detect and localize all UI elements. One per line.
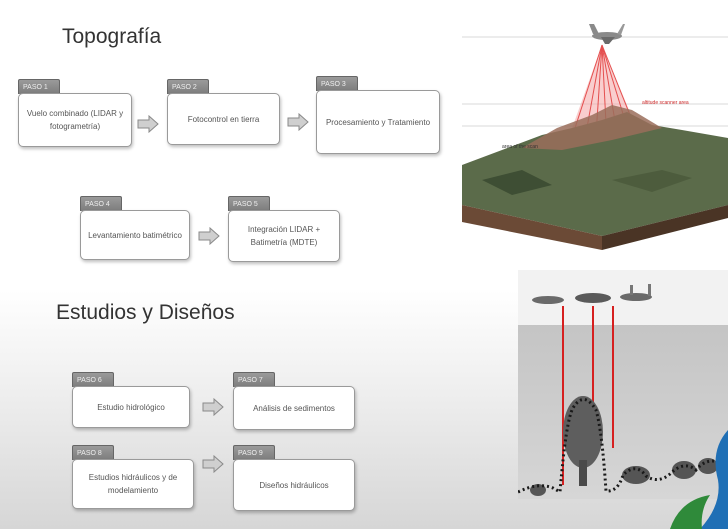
step-label: Procesamiento y Tratamiento <box>316 90 440 154</box>
airplane-icon <box>589 24 625 44</box>
step-tab: PASO 9 <box>233 445 275 460</box>
step-tab: PASO 2 <box>167 79 209 94</box>
lidar-label-right: altitude scanner area <box>642 100 689 106</box>
step-label: Fotocontrol en tierra <box>167 93 280 145</box>
right-arrow-icon <box>202 455 224 473</box>
step-tab: PASO 6 <box>72 372 114 387</box>
lidar-label-left: area of the scan <box>502 144 538 150</box>
lidar-vegetation-profile <box>518 270 728 499</box>
step-label: Estudios hidráulicos y de modelamiento <box>72 459 194 509</box>
tree-icon <box>563 396 603 486</box>
step-tab: PASO 4 <box>80 196 122 211</box>
step-tab: PASO 5 <box>228 196 270 211</box>
right-arrow-icon <box>202 398 224 416</box>
right-arrow-icon <box>287 113 309 131</box>
step-tab: PASO 7 <box>233 372 275 387</box>
right-arrow-icon <box>137 115 159 133</box>
step-label: Vuelo combinado (LIDAR y fotogrametría) <box>18 93 132 147</box>
estudios-disenos-heading: Estudios y Diseños <box>56 301 235 324</box>
topografia-heading: Topografía <box>62 25 162 48</box>
lidar-terrain-illustration: altitude scanner area area of the scan <box>462 0 728 250</box>
step-label: Análisis de sedimentos <box>233 386 355 430</box>
step-tab: PASO 1 <box>18 79 60 94</box>
step-label: Levantamiento batimétrico <box>80 210 190 260</box>
step-tab: PASO 8 <box>72 445 114 460</box>
right-arrow-icon <box>198 227 220 245</box>
step-label: Diseños hidráulicos <box>233 459 355 511</box>
decorative-swoosh <box>670 430 728 529</box>
step-label: Integración LIDAR + Batimetría (MDTE) <box>228 210 340 262</box>
step-tab: PASO 3 <box>316 76 358 91</box>
step-label: Estudio hidrológico <box>72 386 190 428</box>
airplane-icon <box>532 284 652 304</box>
